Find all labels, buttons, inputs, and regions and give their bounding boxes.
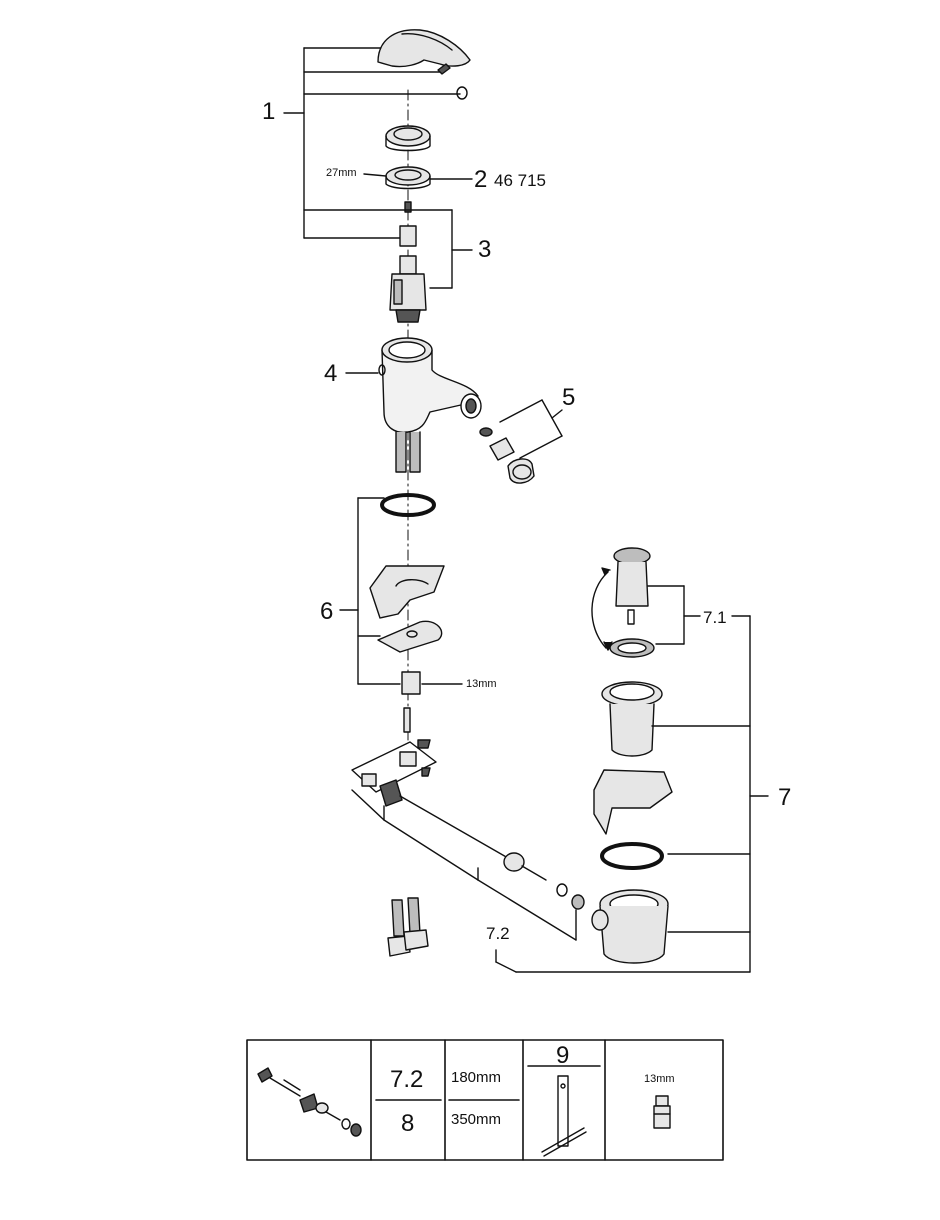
callout-7-label: 7 (778, 784, 792, 811)
callout-7-bracket (495, 615, 769, 973)
table-tool-number: 9 (556, 1042, 570, 1069)
spare-parts-table (246, 1039, 724, 1161)
waste-flange (601, 681, 663, 757)
table-length-180: 180mm (451, 1069, 502, 1086)
waste-body (591, 889, 669, 964)
callout-6-bracket (339, 497, 401, 685)
pop-up-plug (591, 547, 651, 651)
callout-5-label: 5 (562, 384, 576, 411)
table-nipple-illustration (653, 1095, 671, 1129)
callout-6-label: 6 (320, 598, 334, 625)
table-nipple-size: 13mm (644, 1073, 675, 1085)
aerator-set (479, 427, 535, 484)
table-tool-illustration (541, 1075, 587, 1157)
basin-gasket (593, 769, 673, 835)
callout-2-label: 2 (474, 166, 488, 193)
callout-71-label: 7.1 (703, 608, 727, 627)
countertop-gasket (369, 565, 445, 619)
table-part-8: 8 (401, 1110, 415, 1137)
cartridge-screw (404, 201, 412, 213)
tap-body (345, 337, 482, 434)
plug-seal (609, 638, 655, 658)
tightening-nut (363, 166, 473, 190)
callout-72-label: 7.2 (486, 924, 510, 943)
pop-up-linkage (351, 707, 585, 941)
callout-1-label: 1 (262, 98, 276, 125)
base-o-ring (380, 493, 436, 517)
grub-screw (437, 63, 451, 75)
callout-1-bracket (283, 47, 461, 239)
fixing-plate (377, 620, 443, 653)
cover-cap (456, 86, 468, 100)
callout-4-label: 4 (324, 360, 338, 387)
waste-o-ring (600, 842, 664, 870)
callout-3-label: 3 (478, 236, 492, 263)
table-rod-illustration (257, 1067, 362, 1137)
nut-size-label: 27mm (326, 167, 357, 179)
threaded-rod-nipple (401, 671, 463, 695)
callout-2-code: 46 715 (494, 171, 546, 190)
table-length-350: 350mm (451, 1111, 502, 1128)
callout-71-bracket (647, 585, 701, 645)
table-part-72: 7.2 (390, 1066, 424, 1093)
lever-handle (377, 29, 471, 68)
supply-hoses-upper (395, 431, 421, 473)
callout-5-bracket (499, 399, 563, 459)
spline-adapter (399, 225, 417, 247)
cover-ring (385, 125, 431, 152)
callout-3-bracket (303, 209, 473, 289)
cartridge (389, 255, 427, 323)
nipple-size-label: 13mm (466, 678, 497, 690)
supply-hoses-lower (387, 897, 429, 957)
